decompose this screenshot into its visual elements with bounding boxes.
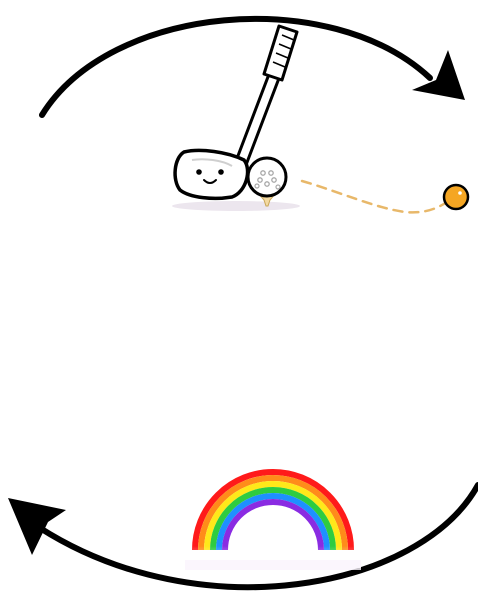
- top-arrow-stroke: [42, 19, 430, 115]
- club-head: [175, 150, 248, 198]
- club-grip: [264, 26, 297, 80]
- golf-ball-icon: [248, 158, 286, 206]
- golf-ball: [248, 158, 286, 196]
- club-left-eye: [196, 169, 202, 175]
- club-shadow: [172, 201, 300, 211]
- top-arrow-head: [412, 50, 465, 100]
- rainbow-icon: [185, 472, 361, 570]
- top-cycle-arrow-icon: [42, 19, 465, 115]
- ball-trail: [302, 181, 447, 212]
- orange-ball-icon: [444, 185, 468, 209]
- club-right-eye: [218, 169, 224, 175]
- orange-ball: [444, 185, 468, 209]
- bottom-arrow-head: [8, 498, 66, 555]
